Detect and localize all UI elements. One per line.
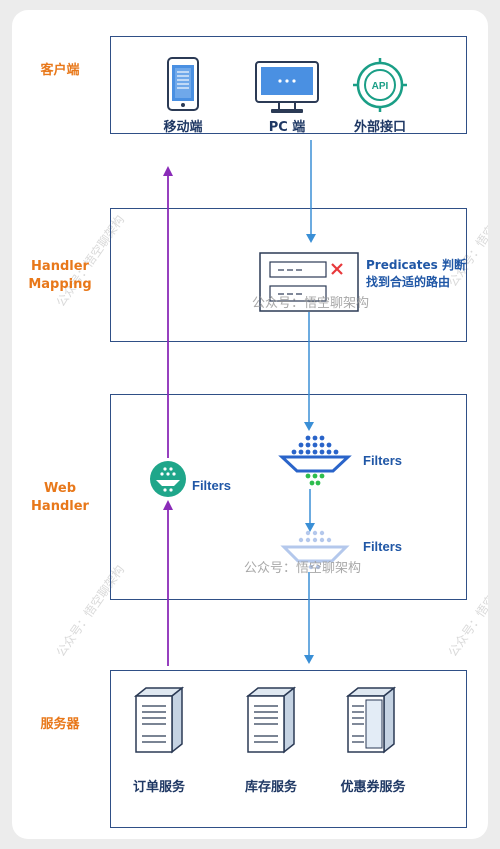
server-icon: [345, 686, 397, 754]
service-label-coupon: 优惠券服务: [340, 780, 406, 795]
predicates-icon: [259, 252, 359, 312]
watermark-text: 公众号：悟空聊架构: [244, 561, 362, 576]
x-mark-icon: [331, 263, 343, 275]
filter-funnel-icon: [278, 435, 352, 486]
filters-label-right-bottom: Filters: [363, 539, 403, 554]
layer-label-client: 客户端: [40, 63, 80, 78]
client-layer-box: [110, 36, 467, 134]
service-label-inventory: 库存服务: [244, 780, 297, 795]
filters-label-right-top: Filters: [363, 453, 403, 468]
watermark-text: 公众号：悟空聊架构: [252, 296, 370, 311]
web-handler-box: [110, 394, 467, 600]
services-box: [110, 670, 467, 828]
server-icon: [133, 686, 185, 754]
server-icon: [245, 686, 297, 754]
filters-label-left: Filters: [192, 478, 232, 493]
api-icon-text: API: [372, 81, 389, 92]
filter-badge-icon: [150, 461, 186, 497]
predicates-text: Predicates 判断 找到合适的路由: [366, 257, 466, 291]
layer-label-line: Handler: [31, 499, 89, 514]
predicates-line: Predicates 判断: [366, 258, 466, 272]
client-label-pc: PC 端: [268, 120, 306, 135]
service-label-order: 订单服务: [132, 780, 185, 795]
layer-label-handler-mapping: Handler Mapping: [12, 258, 108, 294]
filter-funnel-icon: [280, 530, 350, 570]
layer-label-line: Mapping: [28, 277, 92, 292]
client-label-api: 外部接口: [353, 120, 406, 135]
mobile-phone-icon: [167, 57, 199, 111]
predicates-line: 找到合适的路由: [366, 275, 451, 289]
layer-label-line: Web: [44, 481, 76, 496]
handler-mapping-box: [110, 208, 467, 342]
diagram-graphics: API: [133, 57, 407, 754]
pc-monitor-icon: [255, 61, 319, 113]
layer-label-line: Handler: [31, 259, 89, 274]
api-icon: API: [353, 58, 407, 112]
diagram-canvas: 公众号：悟空聊架构 公众号：悟空聊架构 公众号：悟空聊架构 公众号：悟空聊架构 …: [12, 10, 488, 839]
client-label-mobile: 移动端: [163, 120, 203, 135]
response-flow-arrows: [163, 166, 173, 666]
layer-label-services: 服务器: [40, 717, 80, 732]
layer-label-web-handler: Web Handler: [12, 480, 108, 516]
request-flow-arrows: [304, 140, 316, 664]
